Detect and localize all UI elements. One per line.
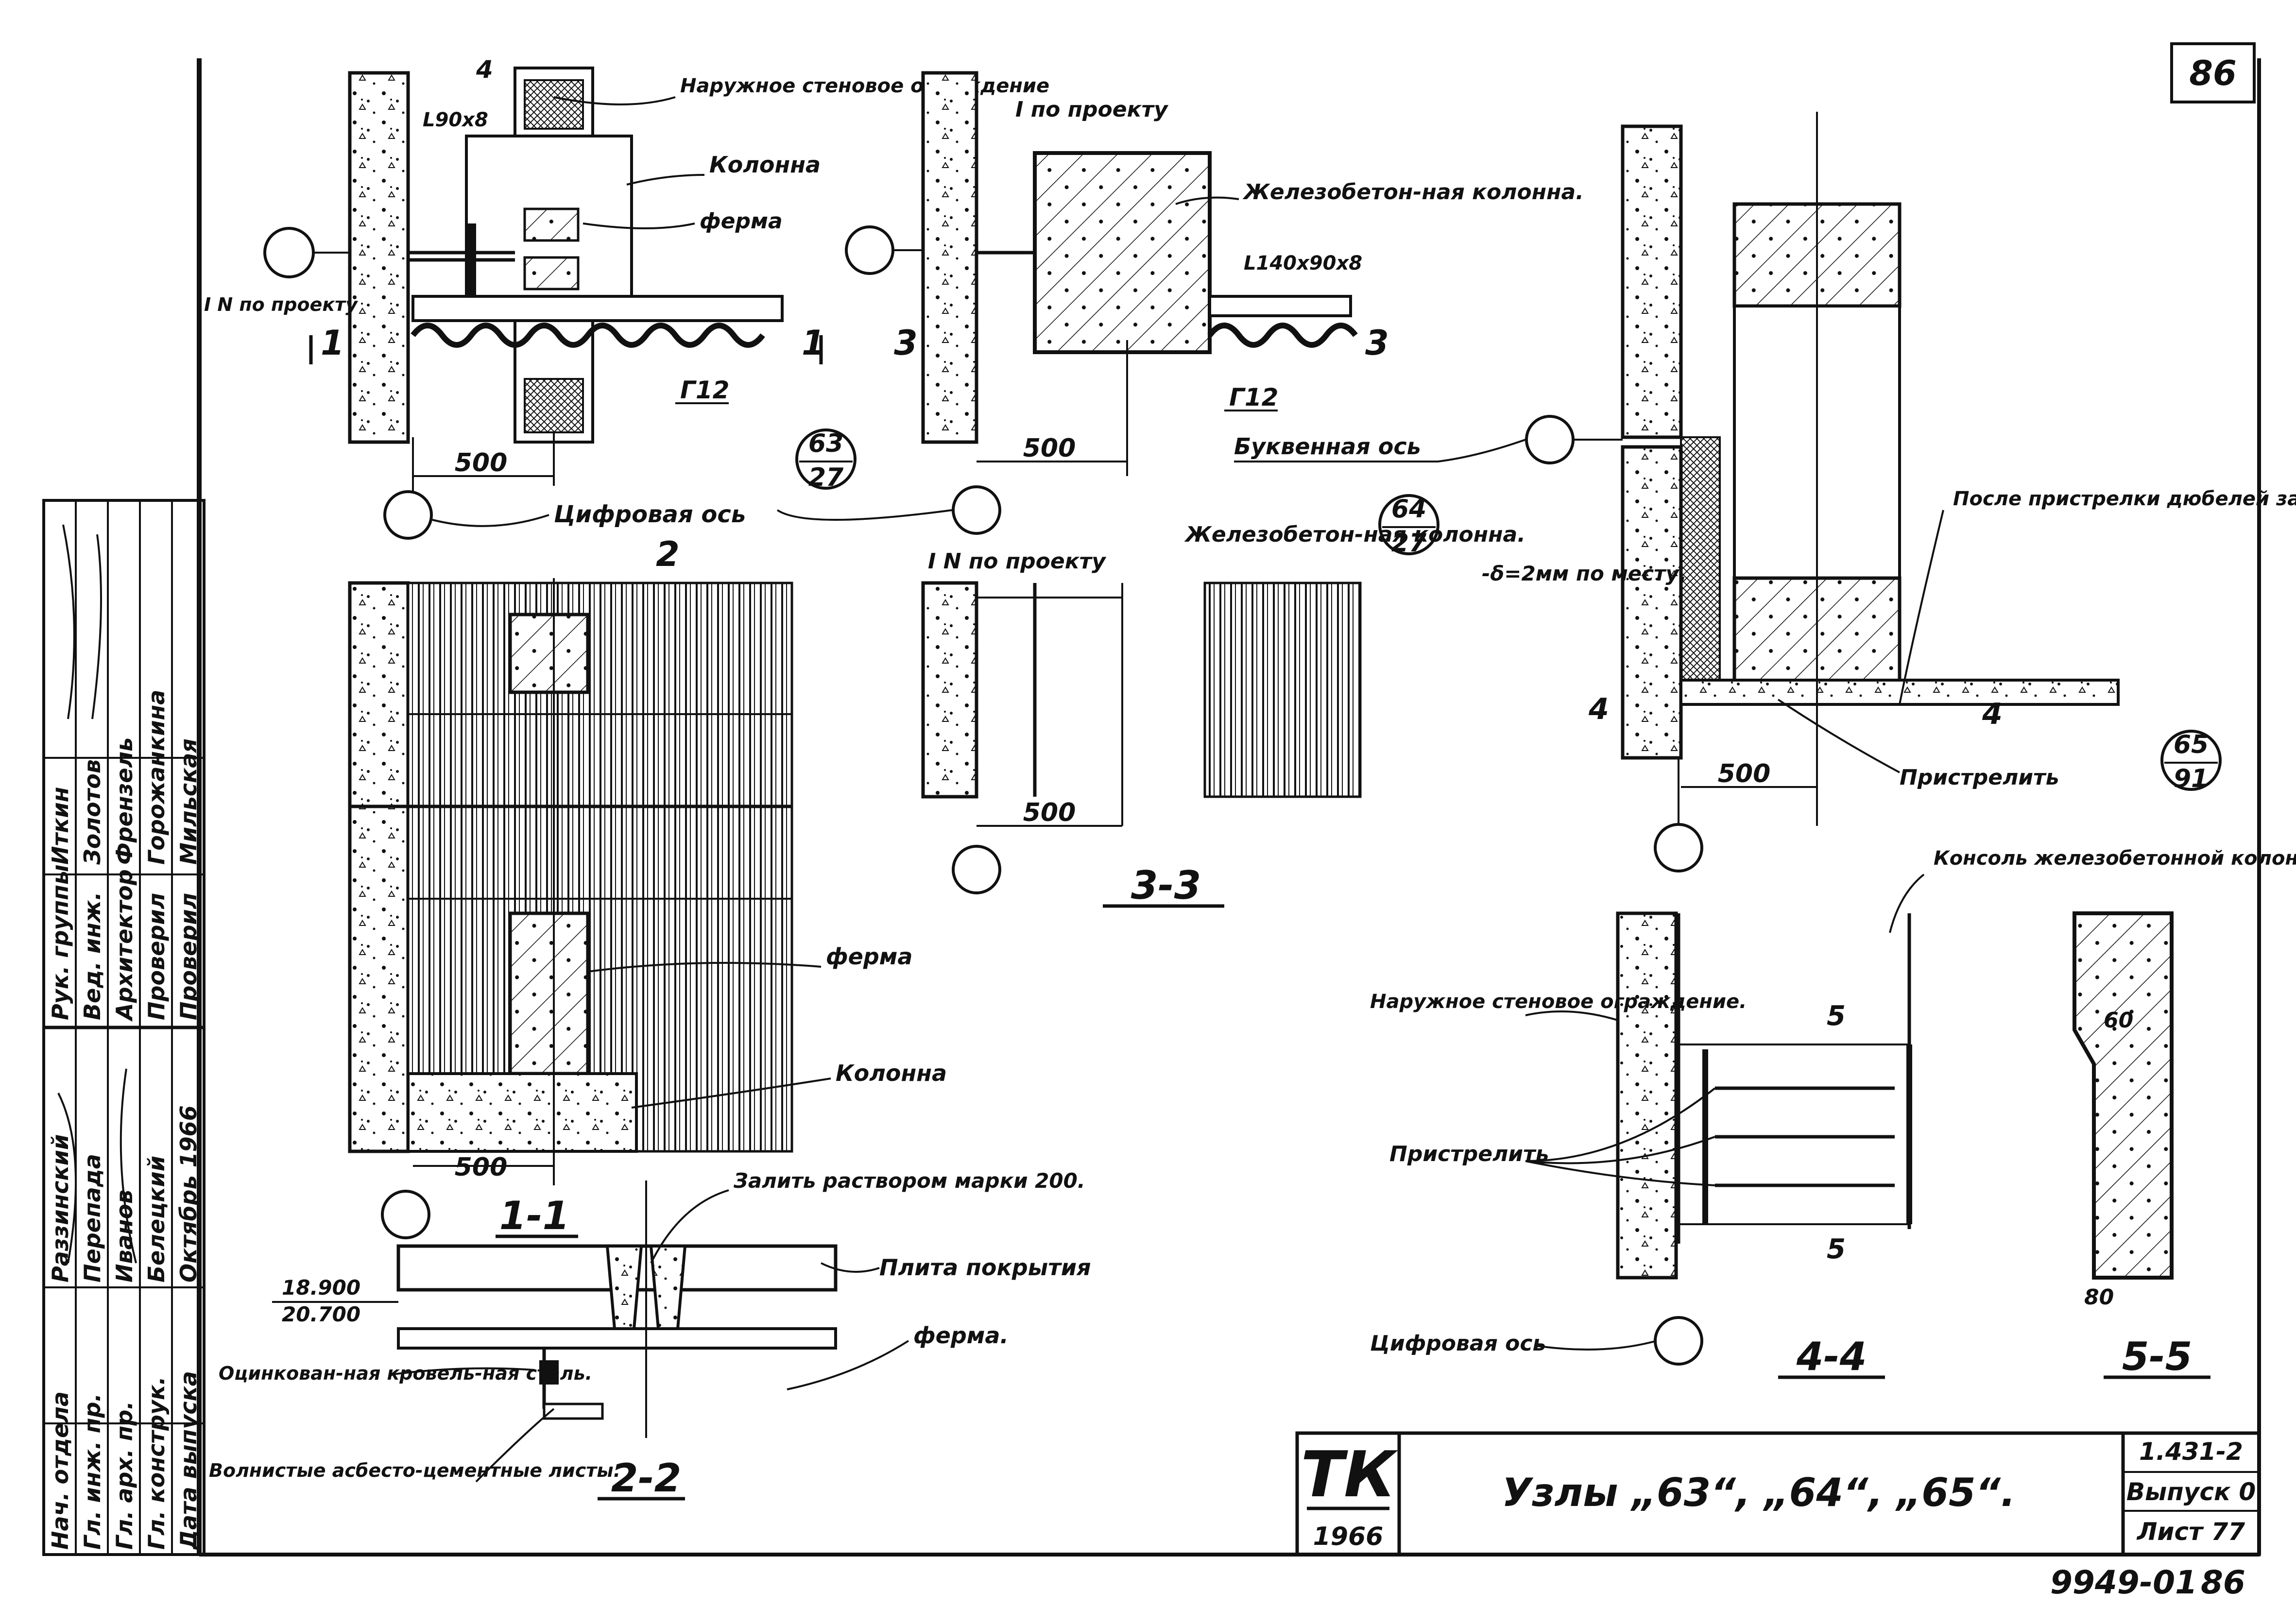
node65-gap: -δ=2мм по месту.	[1482, 562, 1687, 585]
stamp-name-7: Золотов	[79, 759, 105, 865]
stamp-name-4: Белецкий	[143, 1156, 170, 1283]
node65-ref-top: 65	[2174, 730, 2209, 759]
section11-dim: 500	[455, 1153, 508, 1182]
section22-truss: ферма.	[913, 1322, 1009, 1349]
section22-level2: 20.700	[282, 1302, 360, 1326]
node63-angle: L90x8	[423, 109, 488, 131]
section44-digital: Цифровая ось	[1370, 1331, 1546, 1356]
stamp-role-2: Гл. инж. пр.	[79, 1393, 105, 1550]
node-63-plan: 500 4 Наружное стеновое ограждение L90x8…	[204, 55, 1049, 540]
node63-ipr: I N по проекту	[204, 294, 359, 315]
section33-ipr: I N по проекту	[928, 549, 1107, 574]
section22-slab: Плита покрытия	[879, 1254, 1091, 1281]
stamp-role-5: Дата выпуска	[175, 1371, 202, 1551]
section33-col: Железобетон-ная колонна.	[1184, 522, 1525, 547]
page-number: 86	[2189, 53, 2236, 93]
node63-dim: 500	[455, 448, 508, 478]
logo-tk: ТК	[1301, 1437, 1399, 1511]
section22-level1: 18.900	[282, 1276, 360, 1300]
section-3-3: 500 3-3 I N по проекту Железобетон-ная к…	[921, 522, 1525, 908]
section22-sheets: Волнистые асбесто-цементные листы.	[209, 1460, 620, 1481]
node65-ref-bottom: 91	[2174, 764, 2209, 793]
node65-shoot: Пристрелить	[1900, 765, 2059, 790]
stamp-role-10: Проверил	[175, 893, 202, 1020]
node65-cut-right: 4	[1982, 697, 2003, 731]
section33-label: 3-3	[1131, 863, 1201, 908]
section55-label: 5-5	[2122, 1334, 2193, 1379]
stamp-name-9: Горожанкина	[143, 690, 170, 865]
stamp-role-7: Вед. инж.	[79, 892, 105, 1020]
node65-after: После пристрелки дюбелей заделать бетоно…	[1953, 488, 2296, 510]
letter-axis-text: Буквенная ось	[1234, 433, 1421, 460]
section11-label: 1-1	[499, 1193, 570, 1238]
series-code: 1.431-2	[2139, 1437, 2243, 1466]
section11-mark: 2	[656, 534, 680, 574]
stamp-name-5: Октябрь 1966	[175, 1105, 202, 1283]
signature-stamp: Нач. отдела Раззинский Гл. инж. пр. Пере…	[42, 499, 206, 1556]
node63-cut-left: 1	[321, 323, 344, 363]
section11-column: Колонна	[836, 1060, 947, 1086]
bottom-code: 9949-01	[2050, 1564, 2197, 1601]
node63-axis-mark: 4	[476, 55, 493, 84]
node63-wall-label: Наружное стеновое ограждение	[680, 75, 1049, 97]
section44-cut-bottom: 5	[1827, 1233, 1846, 1265]
sheet-label: Лист 77	[2136, 1518, 2245, 1546]
node63-truss-label: ферма	[700, 209, 783, 234]
section-5-5: 60 80 5-5	[2073, 911, 2210, 1379]
node64-dim: 500	[1023, 434, 1076, 463]
digital-axis-text: Цифровая ось	[554, 501, 746, 528]
title-block: ТК 1966 Узлы „63“, „64“, „65“. 1.431-2 В…	[1295, 1431, 2261, 1601]
stamp-role-6: Рук. группы	[47, 864, 73, 1020]
node64-ref-bottom: 27	[1391, 529, 1427, 558]
stamp-name-6: Иткин	[47, 787, 73, 865]
node64-cut-right: 3	[1365, 323, 1389, 363]
section33-dim: 500	[1023, 798, 1076, 827]
node-65: Буквенная ось -δ=2мм по месту. После при…	[1234, 112, 2296, 872]
stamp-role-9: Проверил	[143, 893, 170, 1020]
stamp-role-1: Нач. отдела	[47, 1391, 73, 1550]
section44-console: Консоль железобетонной колонны	[1934, 847, 2296, 870]
node63-column-label: Колонна	[709, 152, 821, 178]
stamp-name-2: Перепада	[79, 1154, 105, 1283]
section44-cut-top: 5	[1827, 1000, 1846, 1032]
sheet-title: Узлы „63“, „64“, „65“.	[1502, 1470, 2016, 1515]
section55-dim2: 80	[2084, 1285, 2114, 1310]
section-4-4: 5 5 Наружное стеновое ограждение. Пристр…	[1370, 847, 2296, 1379]
section55-dim1: 60	[2104, 1008, 2133, 1033]
bottom-page: 86	[2201, 1564, 2245, 1601]
node63-ref-top: 63	[808, 429, 843, 458]
section44-wall: Наружное стеновое ограждение.	[1370, 991, 1747, 1013]
section-2-2: Залить раствором марки 200. Плита покрыт…	[209, 1169, 1091, 1501]
issue-label: Выпуск 0	[2126, 1478, 2256, 1506]
section-1-1: 500 1-1 ферма Колонна 2	[348, 534, 947, 1239]
node64-channel: Г12	[1229, 383, 1278, 411]
section22-label: 2-2	[611, 1455, 682, 1501]
node63-ref-bottom: 27	[808, 463, 844, 492]
stamp-role-3: Гл. арх. пр.	[111, 1401, 137, 1550]
digital-axis-label: Цифровая ось	[432, 501, 953, 528]
node65-cut-left: 4	[1588, 692, 1609, 726]
node64-ref-top: 64	[1391, 495, 1426, 524]
node-64-plan: I по проекту Железобетон-ная колонна. L1…	[845, 71, 1584, 558]
section44-shoot: Пристрелить	[1389, 1142, 1549, 1166]
title-year: 1966	[1313, 1522, 1384, 1551]
stamp-role-8: Архитектор	[111, 869, 137, 1022]
node63-channel: Г12	[680, 376, 729, 404]
node64-ipr: I по проекту	[1015, 97, 1169, 122]
node65-dim: 500	[1718, 759, 1771, 788]
node64-cut-left: 3	[894, 323, 918, 363]
node64-col-label: Железобетон-ная колонна.	[1242, 180, 1584, 205]
stamp-name-8: Френзель	[111, 737, 137, 865]
section11-truss: ферма	[826, 943, 912, 970]
section22-fill: Залить раствором марки 200.	[733, 1169, 1085, 1193]
section44-label: 4-4	[1796, 1334, 1867, 1379]
node64-angle: L140x90x8	[1244, 252, 1362, 274]
stamp-name-10: Мильская	[175, 738, 202, 865]
stamp-role-4: Гл. конструк.	[143, 1376, 170, 1550]
